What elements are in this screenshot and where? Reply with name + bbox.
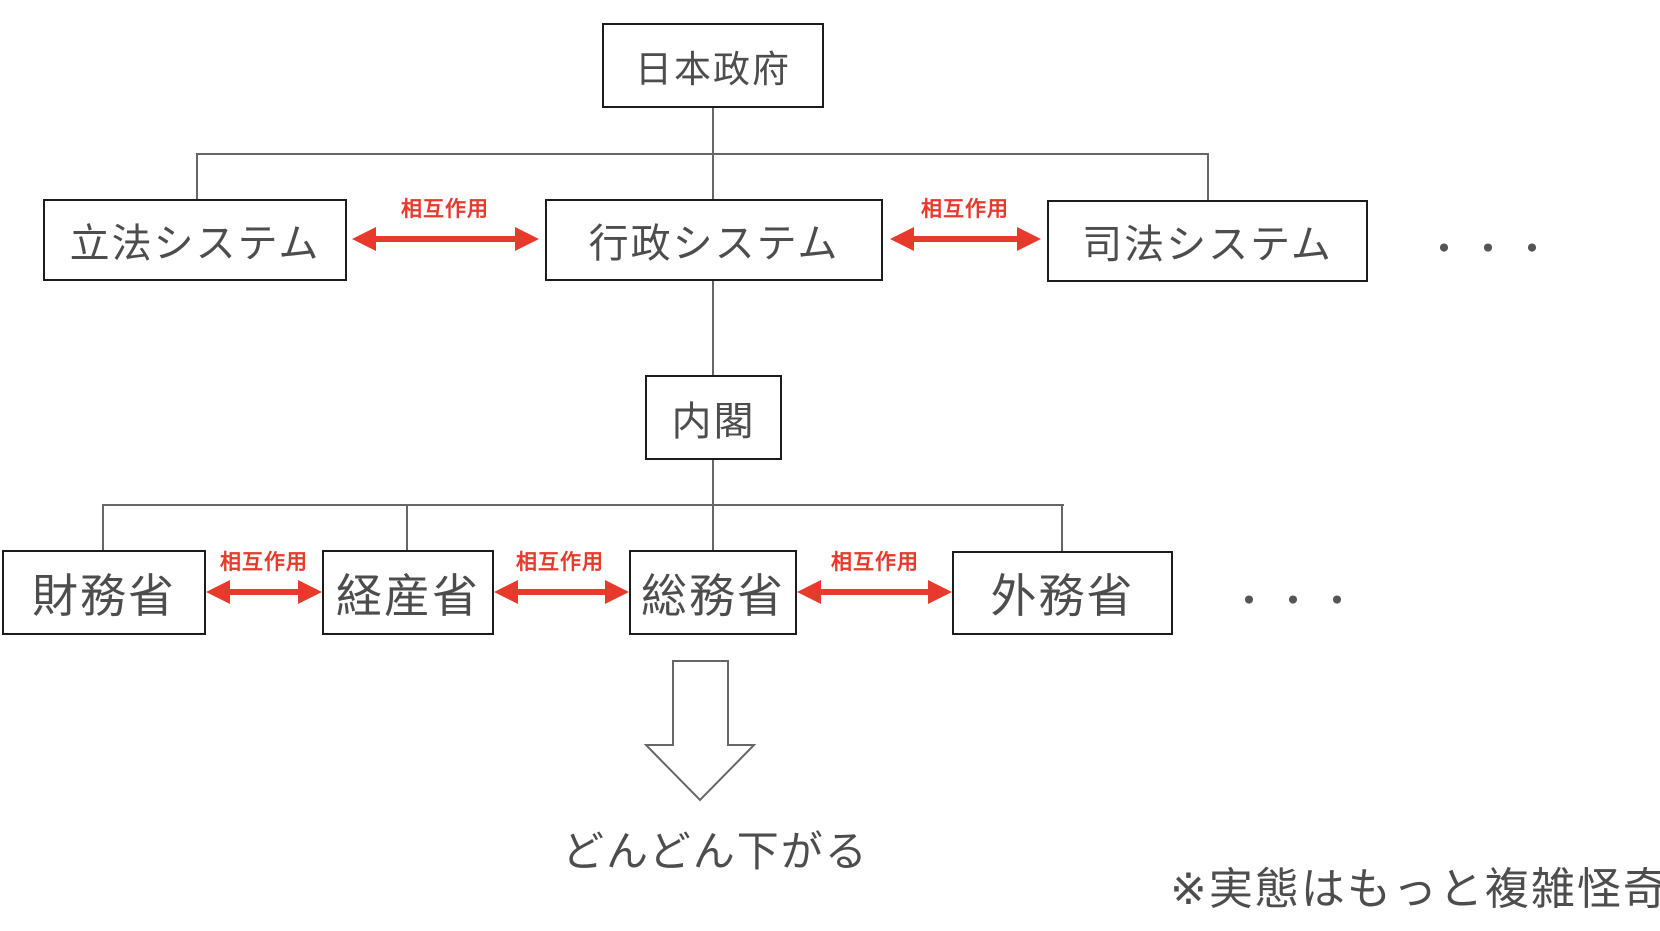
connector-row4-horizontal [103,504,1064,506]
connector-drop-executive [712,153,714,200]
node-ministry-finance: 財務省 [2,550,206,635]
arrowhead-right-icon [515,227,539,251]
node-legislative-system: 立法システム [43,199,347,281]
footnote: ※実態はもっと複雑怪奇 [1170,865,1660,914]
ellipsis-row4: ・・・ [1230,581,1363,623]
connector-drop-finance [102,504,104,551]
arrow-shaft [512,589,611,595]
node-government: 日本政府 [602,23,824,108]
down-arrow-caption: どんどん下がる [562,828,869,875]
interaction-label-economy-internal: 相互作用 [516,551,604,574]
connector-drop-legislative [196,153,198,200]
arrowhead-right-icon [1017,227,1041,251]
connector-row2-horizontal [196,153,1209,155]
node-ministry-foreign: 外務省 [952,551,1173,635]
interaction-arrow-internal-foreign-icon [797,580,952,604]
node-ministry-internal: 総務省 [629,550,797,635]
interaction-arrow-executive-judicial-icon [890,227,1041,251]
interaction-label-executive-judicial: 相互作用 [921,198,1009,221]
node-executive-system: 行政システム [545,199,883,281]
interaction-arrow-economy-internal-icon [494,580,629,604]
arrow-shaft [370,236,521,242]
ellipsis-row2: ・・・ [1425,229,1558,271]
interaction-label-internal-foreign: 相互作用 [831,551,919,574]
arrow-shaft [220,589,308,595]
node-ministry-economy: 経産省 [322,550,494,635]
arrowhead-right-icon [605,580,629,604]
connector-drop-economy [406,504,408,551]
interaction-label-legislative-executive: 相互作用 [401,198,489,221]
connector-drop-foreign [1061,504,1063,552]
node-cabinet: 内閣 [645,375,782,460]
arrowhead-right-icon [298,580,322,604]
connector-executive-cabinet [712,280,714,375]
interaction-arrow-finance-economy-icon [206,580,322,604]
interaction-label-finance-economy: 相互作用 [220,551,308,574]
connector-drop-judicial [1207,153,1209,201]
arrow-shaft [908,236,1023,242]
interaction-arrow-legislative-executive-icon [352,227,539,251]
down-arrow-icon [644,660,756,802]
node-judicial-system: 司法システム [1047,200,1368,282]
arrow-shaft [815,589,934,595]
connector-government-down [712,107,714,154]
arrowhead-right-icon [928,580,952,604]
